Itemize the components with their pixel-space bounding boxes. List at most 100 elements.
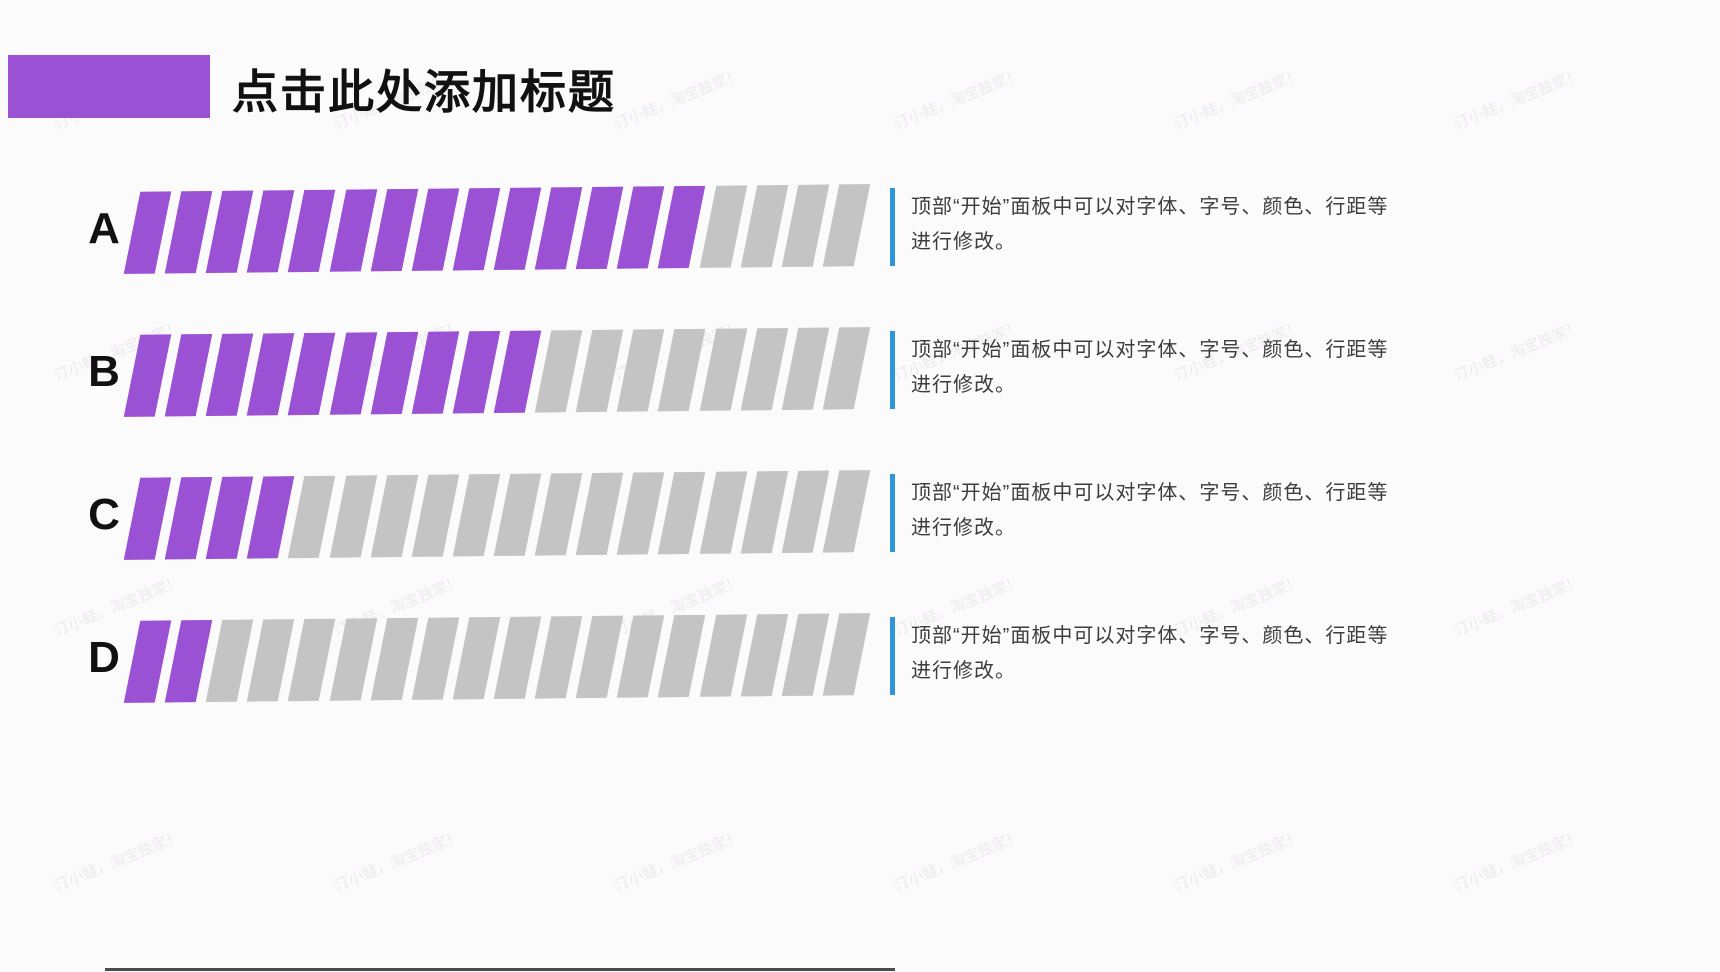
progress-segment (329, 332, 377, 415)
progress-segment (329, 618, 377, 701)
progress-segment (575, 329, 624, 413)
progress-segment (740, 184, 789, 268)
progress-row-a: A 顶部“开始”面板中可以对字体、字号、颜色、行距等进行修改。 (0, 184, 1720, 274)
desc-accent-bar (890, 331, 895, 409)
progress-segment (781, 184, 830, 268)
progress-segment (329, 475, 377, 558)
row-description: 顶部“开始”面板中可以对字体、字号、颜色、行距等进行修改。 (911, 482, 1389, 539)
row-description-block: 顶部“开始”面板中可以对字体、字号、颜色、行距等进行修改。 (890, 331, 1410, 409)
progress-segment (534, 616, 583, 699)
progress-segment (617, 615, 665, 698)
progress-segment (164, 619, 213, 703)
watermark-text: 汀小蛙，淘宝独家！ (892, 828, 1024, 895)
progress-segment (822, 470, 871, 553)
progress-segment (822, 327, 871, 410)
progress-segment (534, 473, 583, 556)
progress-segment (617, 472, 665, 555)
progress-segment (164, 476, 213, 560)
progress-segment (411, 474, 460, 557)
progress-segment (247, 476, 295, 559)
progress-segment (740, 470, 789, 554)
row-description-block: 顶部“开始”面板中可以对字体、字号、颜色、行距等进行修改。 (890, 474, 1410, 552)
watermark-text: 汀小蛙，淘宝独家！ (612, 828, 744, 895)
progress-segment (740, 613, 789, 697)
progress-segment (452, 187, 501, 271)
desc-accent-bar (890, 188, 895, 266)
progress-segment (411, 188, 460, 271)
progress-strip (123, 184, 871, 274)
progress-strip (123, 470, 871, 560)
progress-segment (699, 614, 747, 697)
desc-accent-bar (890, 474, 895, 552)
progress-segment (781, 613, 830, 697)
progress-segment (288, 189, 336, 273)
watermark-text: 汀小蛙，淘宝独家！ (332, 828, 464, 895)
row-label: C (88, 490, 120, 539)
progress-segment (370, 188, 419, 272)
watermark-text: 汀小蛙，淘宝独家！ (612, 66, 744, 133)
progress-segment (205, 619, 254, 703)
progress-segment (699, 471, 747, 554)
progress-segment (658, 185, 706, 269)
progress-segment (247, 619, 295, 702)
row-description: 顶部“开始”面板中可以对字体、字号、颜色、行距等进行修改。 (911, 196, 1389, 253)
progress-segment (164, 190, 213, 274)
progress-segment (411, 617, 460, 700)
watermark-text: 汀小蛙，淘宝独家！ (1172, 828, 1304, 895)
progress-strip (123, 613, 871, 703)
progress-segment (534, 330, 583, 413)
progress-segment (164, 333, 213, 417)
progress-segment (493, 330, 542, 414)
progress-segment (370, 474, 419, 558)
progress-segment (493, 616, 542, 700)
progress-segment (575, 615, 624, 699)
progress-segment (205, 476, 254, 560)
progress-segment (123, 620, 172, 703)
progress-segment (452, 616, 501, 700)
row-description-block: 顶部“开始”面板中可以对字体、字号、颜色、行距等进行修改。 (890, 617, 1410, 695)
progress-segment (288, 332, 336, 416)
progress-segment (123, 334, 172, 417)
row-description-block: 顶部“开始”面板中可以对字体、字号、颜色、行距等进行修改。 (890, 188, 1410, 266)
progress-strip (123, 327, 871, 417)
progress-segment (658, 471, 706, 555)
progress-segment (205, 333, 254, 417)
progress-rows: A 顶部“开始”面板中可以对字体、字号、颜色、行距等进行修改。 B 顶部“开始”… (0, 184, 1720, 760)
progress-segment (288, 475, 336, 559)
progress-segment (452, 473, 501, 557)
row-label: D (88, 633, 120, 682)
progress-segment (699, 185, 747, 268)
watermark-text: 汀小蛙，淘宝独家！ (1172, 66, 1304, 133)
watermark-text: 汀小蛙，淘宝独家！ (1452, 66, 1584, 133)
progress-segment (658, 328, 706, 412)
progress-segment (247, 190, 295, 273)
row-description: 顶部“开始”面板中可以对字体、字号、颜色、行距等进行修改。 (911, 625, 1389, 682)
watermark-text: 汀小蛙，淘宝独家！ (52, 828, 184, 895)
progress-segment (329, 189, 377, 272)
progress-segment (822, 613, 871, 696)
progress-row-c: C 顶部“开始”面板中可以对字体、字号、颜色、行距等进行修改。 (0, 470, 1720, 560)
progress-segment (205, 190, 254, 274)
bottom-divider-line (105, 968, 895, 971)
progress-row-b: B 顶部“开始”面板中可以对字体、字号、颜色、行距等进行修改。 (0, 327, 1720, 417)
progress-segment (781, 470, 830, 554)
watermark-text: 汀小蛙，淘宝独家！ (892, 66, 1024, 133)
progress-segment (740, 327, 789, 411)
progress-segment (370, 331, 419, 415)
progress-segment (658, 614, 706, 698)
progress-segment (575, 186, 624, 270)
row-label: A (88, 204, 120, 253)
progress-segment (411, 331, 460, 414)
progress-segment (493, 473, 542, 557)
row-label: B (88, 347, 120, 396)
progress-segment (123, 191, 172, 274)
progress-segment (123, 477, 172, 560)
title-accent-block (8, 55, 210, 118)
watermark-text: 汀小蛙，淘宝独家！ (1452, 828, 1584, 895)
progress-segment (534, 187, 583, 270)
progress-row-d: D 顶部“开始”面板中可以对字体、字号、颜色、行距等进行修改。 (0, 613, 1720, 703)
progress-segment (781, 327, 830, 411)
progress-segment (452, 330, 501, 414)
progress-segment (822, 184, 871, 267)
progress-segment (699, 328, 747, 411)
